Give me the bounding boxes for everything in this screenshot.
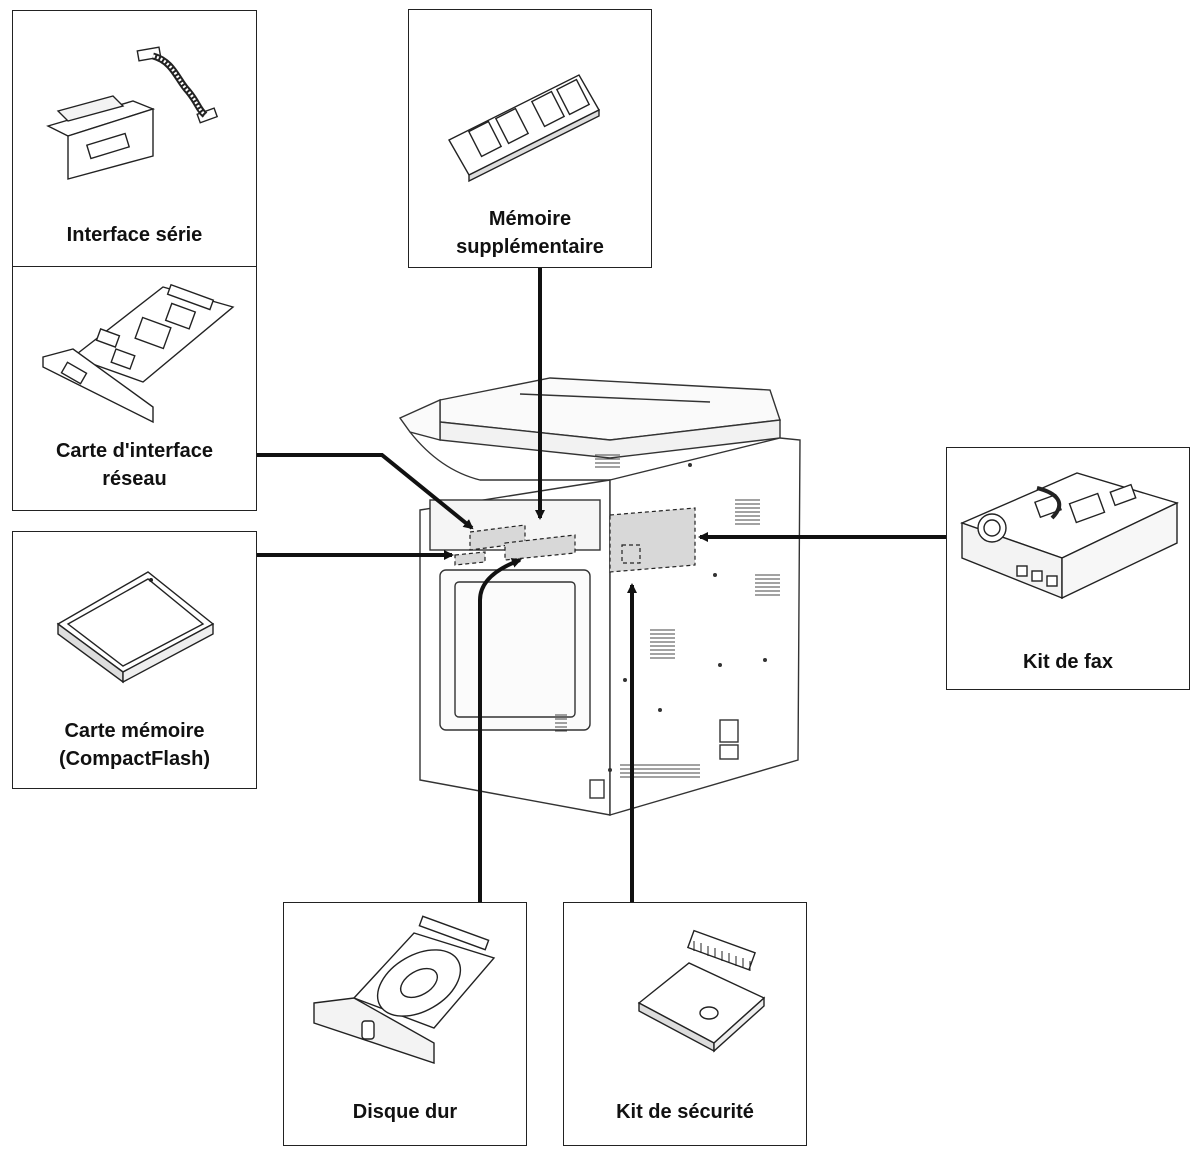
fax-kit-illustration <box>960 472 1179 600</box>
extra-memory-label: Mémoire supplémentaire <box>456 208 604 258</box>
memory-card-label: Carte mémoire (CompactFlash) <box>58 720 211 770</box>
hard-disk-label: Disque dur <box>352 1101 458 1123</box>
network-card-label: Carte d'interface réseau <box>55 440 214 490</box>
serial-interface-box: Interface série <box>12 10 257 268</box>
serial-interface-illustration <box>46 46 219 180</box>
fax-kit-box: Kit de fax <box>946 447 1190 690</box>
hard-disk-box: Disque dur <box>283 902 527 1146</box>
compactflash-illustration <box>56 571 215 684</box>
serial-interface-label: Interface série <box>66 224 203 246</box>
network-card-illustration <box>42 283 235 424</box>
network-card-box: Carte d'interface réseau <box>12 266 257 511</box>
memory-card-box: Carte mémoire (CompactFlash) <box>12 531 257 789</box>
security-kit-label: Kit de sécurité <box>616 1101 754 1123</box>
memory-module-illustration <box>448 74 600 183</box>
fax-kit-label: Kit de fax <box>1022 651 1114 673</box>
security-kit-illustration <box>637 929 766 1053</box>
extra-memory-box: Mémoire supplémentaire <box>408 9 652 268</box>
printer-illustration <box>398 377 801 816</box>
security-kit-box: Kit de sécurité <box>563 902 807 1146</box>
hard-disk-illustration <box>313 915 496 1064</box>
